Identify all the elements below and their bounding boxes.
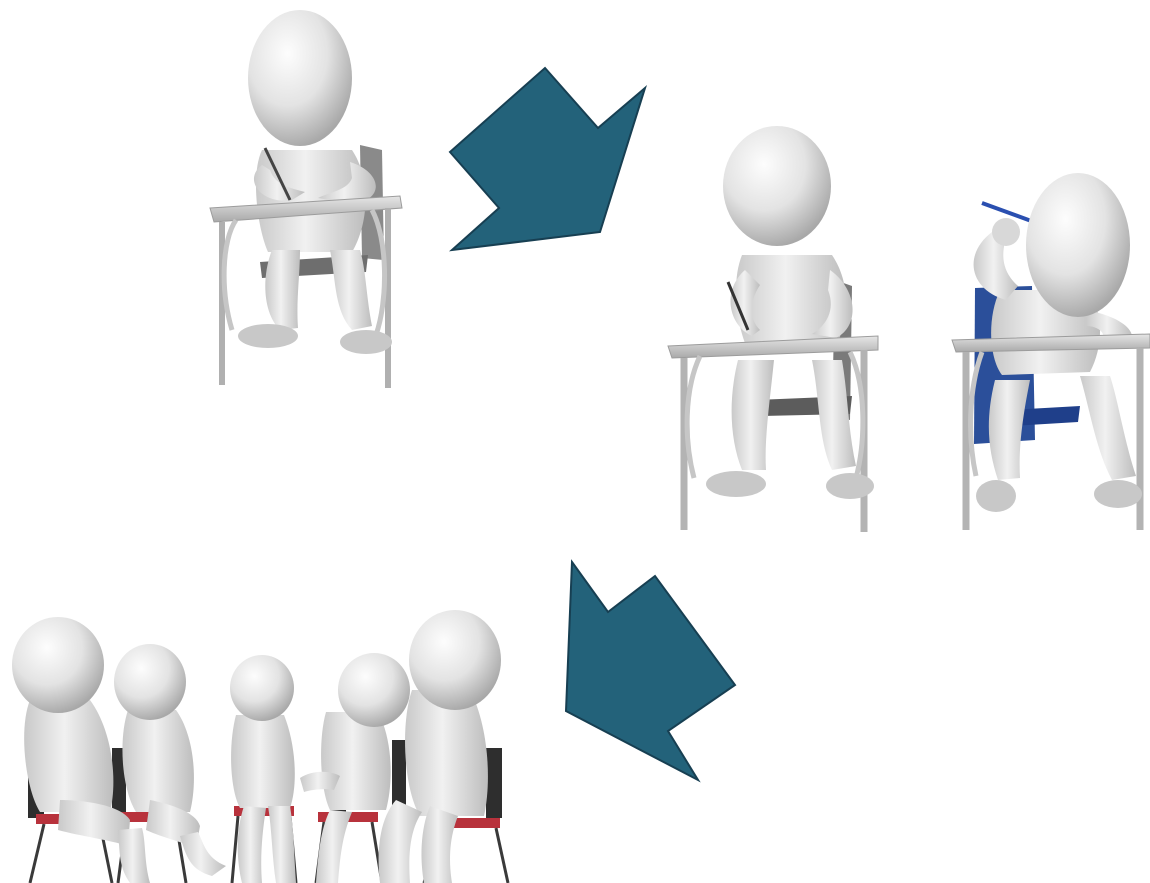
student-thinking-pencil xyxy=(952,173,1150,530)
student-pair-at-desks xyxy=(668,126,1150,532)
student-writing-pencil xyxy=(668,126,878,532)
flow-arrow-1 xyxy=(450,68,645,250)
students-discussion-circle xyxy=(12,610,508,883)
flow-arrow-2 xyxy=(566,562,735,780)
student-writing-at-desk xyxy=(210,10,402,388)
